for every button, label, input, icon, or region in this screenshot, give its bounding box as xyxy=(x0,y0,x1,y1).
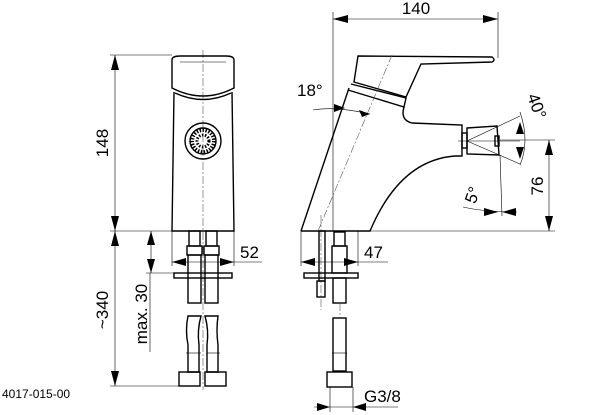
spout-aerator xyxy=(458,115,521,165)
aerator-icon xyxy=(184,122,222,160)
supply-pipes xyxy=(173,230,233,387)
spray-angle: 40° xyxy=(523,91,550,122)
deck-thickness-dimension: max. 30 xyxy=(132,284,151,344)
lever-cap xyxy=(171,55,235,97)
lever-angle: 18° xyxy=(297,81,323,100)
spout-height-dimension: 76 xyxy=(528,177,547,196)
side-view: 140 18° 40° 5° xyxy=(297,0,555,412)
hose-length-dimension: ~340 xyxy=(93,291,112,329)
base-dimension: 47 xyxy=(364,243,383,262)
lever-handle xyxy=(353,55,495,98)
thread-dimension: G3/8 xyxy=(364,387,401,406)
drawing-code: 4017-015-00 xyxy=(2,387,70,401)
width-dimension: 52 xyxy=(240,243,259,262)
length-dimension: 140 xyxy=(402,0,430,18)
tap-body xyxy=(171,91,235,232)
height-dimension: 148 xyxy=(93,129,112,157)
fixing-and-pipe xyxy=(303,215,359,388)
tap-body-left xyxy=(300,87,350,232)
front-view: 148 ~340 max. 30 52 xyxy=(93,50,262,390)
tilt-angle: 5° xyxy=(461,184,484,206)
